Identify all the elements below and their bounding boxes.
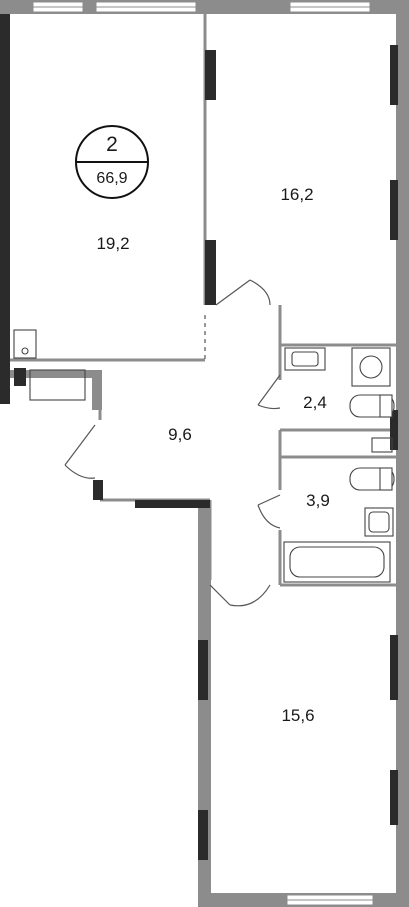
fixtures: [13, 329, 395, 583]
area-hallway: 9,6: [168, 425, 192, 444]
room-count: 2: [106, 133, 118, 156]
area-bathroom-large: 3,9: [306, 491, 330, 510]
dark-wall-segments: [0, 14, 398, 860]
apartment-badge: [75, 125, 149, 199]
total-area: 66,9: [96, 170, 128, 187]
area-bedroom-top-right: 16,2: [280, 185, 314, 204]
door-swings: [64, 279, 281, 607]
area-bathroom-small: 2,4: [303, 393, 327, 412]
area-living-room-left: 19,2: [96, 234, 130, 253]
window-mullions: [33, 6, 373, 901]
kitchen-sink: [13, 329, 37, 359]
interior-walls: [10, 14, 396, 587]
area-bedroom-bottom: 15,6: [281, 706, 315, 725]
